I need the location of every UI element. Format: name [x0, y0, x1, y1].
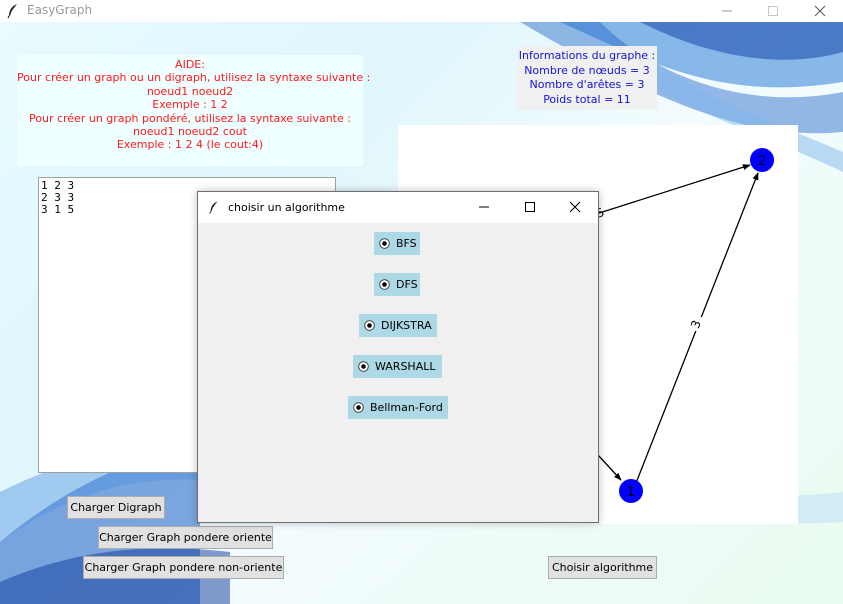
help-line: noeud1 noeud2 cout [133, 125, 247, 139]
radio-indicator-icon [379, 238, 390, 249]
help-line: Exemple : 1 2 [152, 98, 228, 112]
maximize-icon [768, 6, 778, 16]
dialog-minimize-button[interactable] [461, 192, 507, 223]
radio-bfs[interactable]: BFS [374, 232, 420, 255]
minimize-button[interactable] [704, 0, 750, 22]
info-line: Informations du graphe : [518, 49, 656, 62]
choisir-algorithme-button[interactable]: Choisir algorithme [548, 556, 657, 579]
radio-warshall[interactable]: WARSHALL [353, 355, 442, 378]
info-line: Poids total = 11 [543, 92, 631, 106]
radio-dijkstra[interactable]: DIJKSTRA [359, 314, 437, 337]
graph-node-label: 1 [627, 485, 635, 500]
radio-label: DFS [396, 278, 418, 291]
minimize-icon [479, 206, 489, 208]
help-line: AIDE: [175, 58, 205, 71]
radio-indicator-icon [353, 402, 364, 413]
feather-icon [208, 200, 220, 218]
help-line: noeud1 noeud2 [146, 84, 234, 98]
graph-info-panel: Informations du graphe : Nombre de nœuds… [517, 46, 657, 110]
dialog-maximize-button[interactable] [507, 192, 553, 223]
graph-node [619, 479, 643, 503]
algorithm-dialog: choisir un algorithme BFS DFS DIJKSTRA W… [197, 191, 599, 523]
charger-pondere-oriente-button[interactable]: Charger Graph pondere oriente [98, 526, 273, 549]
graph-edge [597, 454, 622, 481]
info-line: Nombre d'arêtes = 3 [529, 78, 645, 92]
charger-digraph-button[interactable]: Charger Digraph [67, 496, 165, 519]
help-line: Pour créer un graph pondéré, utilisez la… [29, 111, 351, 125]
dialog-titlebar: choisir un algorithme [198, 192, 598, 223]
close-button[interactable] [797, 0, 843, 22]
radio-indicator-icon [358, 361, 369, 372]
minimize-icon [722, 10, 732, 12]
help-line: Exemple : 1 2 4 (le cout:4) [116, 138, 264, 152]
dialog-title: choisir un algorithme [228, 201, 345, 214]
feather-icon [6, 3, 20, 19]
graph-node-label: 2 [758, 154, 766, 169]
graph-node [750, 148, 774, 172]
info-line: Nombre de nœuds = 3 [524, 63, 650, 77]
radio-label: WARSHALL [375, 360, 436, 373]
radio-label: BFS [396, 237, 417, 250]
radio-label: Bellman-Ford [370, 401, 443, 414]
dialog-close-button[interactable] [552, 192, 598, 223]
maximize-icon [525, 202, 535, 212]
charger-pondere-non-oriente-button[interactable]: Charger Graph pondere non-oriente [83, 556, 284, 579]
main-titlebar: EasyGraph [0, 0, 843, 22]
help-panel: AIDE: Pour créer un graph ou un digraph,… [17, 55, 371, 166]
close-icon [814, 5, 826, 17]
close-icon [569, 201, 581, 213]
radio-indicator-icon [379, 279, 390, 290]
edge-label-bg [688, 317, 702, 331]
radio-bellman-ford[interactable]: Bellman-Ford [348, 396, 448, 419]
radio-indicator-icon [364, 320, 375, 331]
radio-dfs[interactable]: DFS [374, 273, 420, 296]
edge-label: 5 [595, 205, 607, 221]
graph-edge [592, 164, 751, 216]
maximize-button[interactable] [750, 0, 796, 22]
help-line: Pour créer un graph ou un digraph, utili… [17, 71, 371, 85]
radio-label: DIJKSTRA [381, 319, 432, 332]
window-title: EasyGraph [27, 3, 93, 17]
